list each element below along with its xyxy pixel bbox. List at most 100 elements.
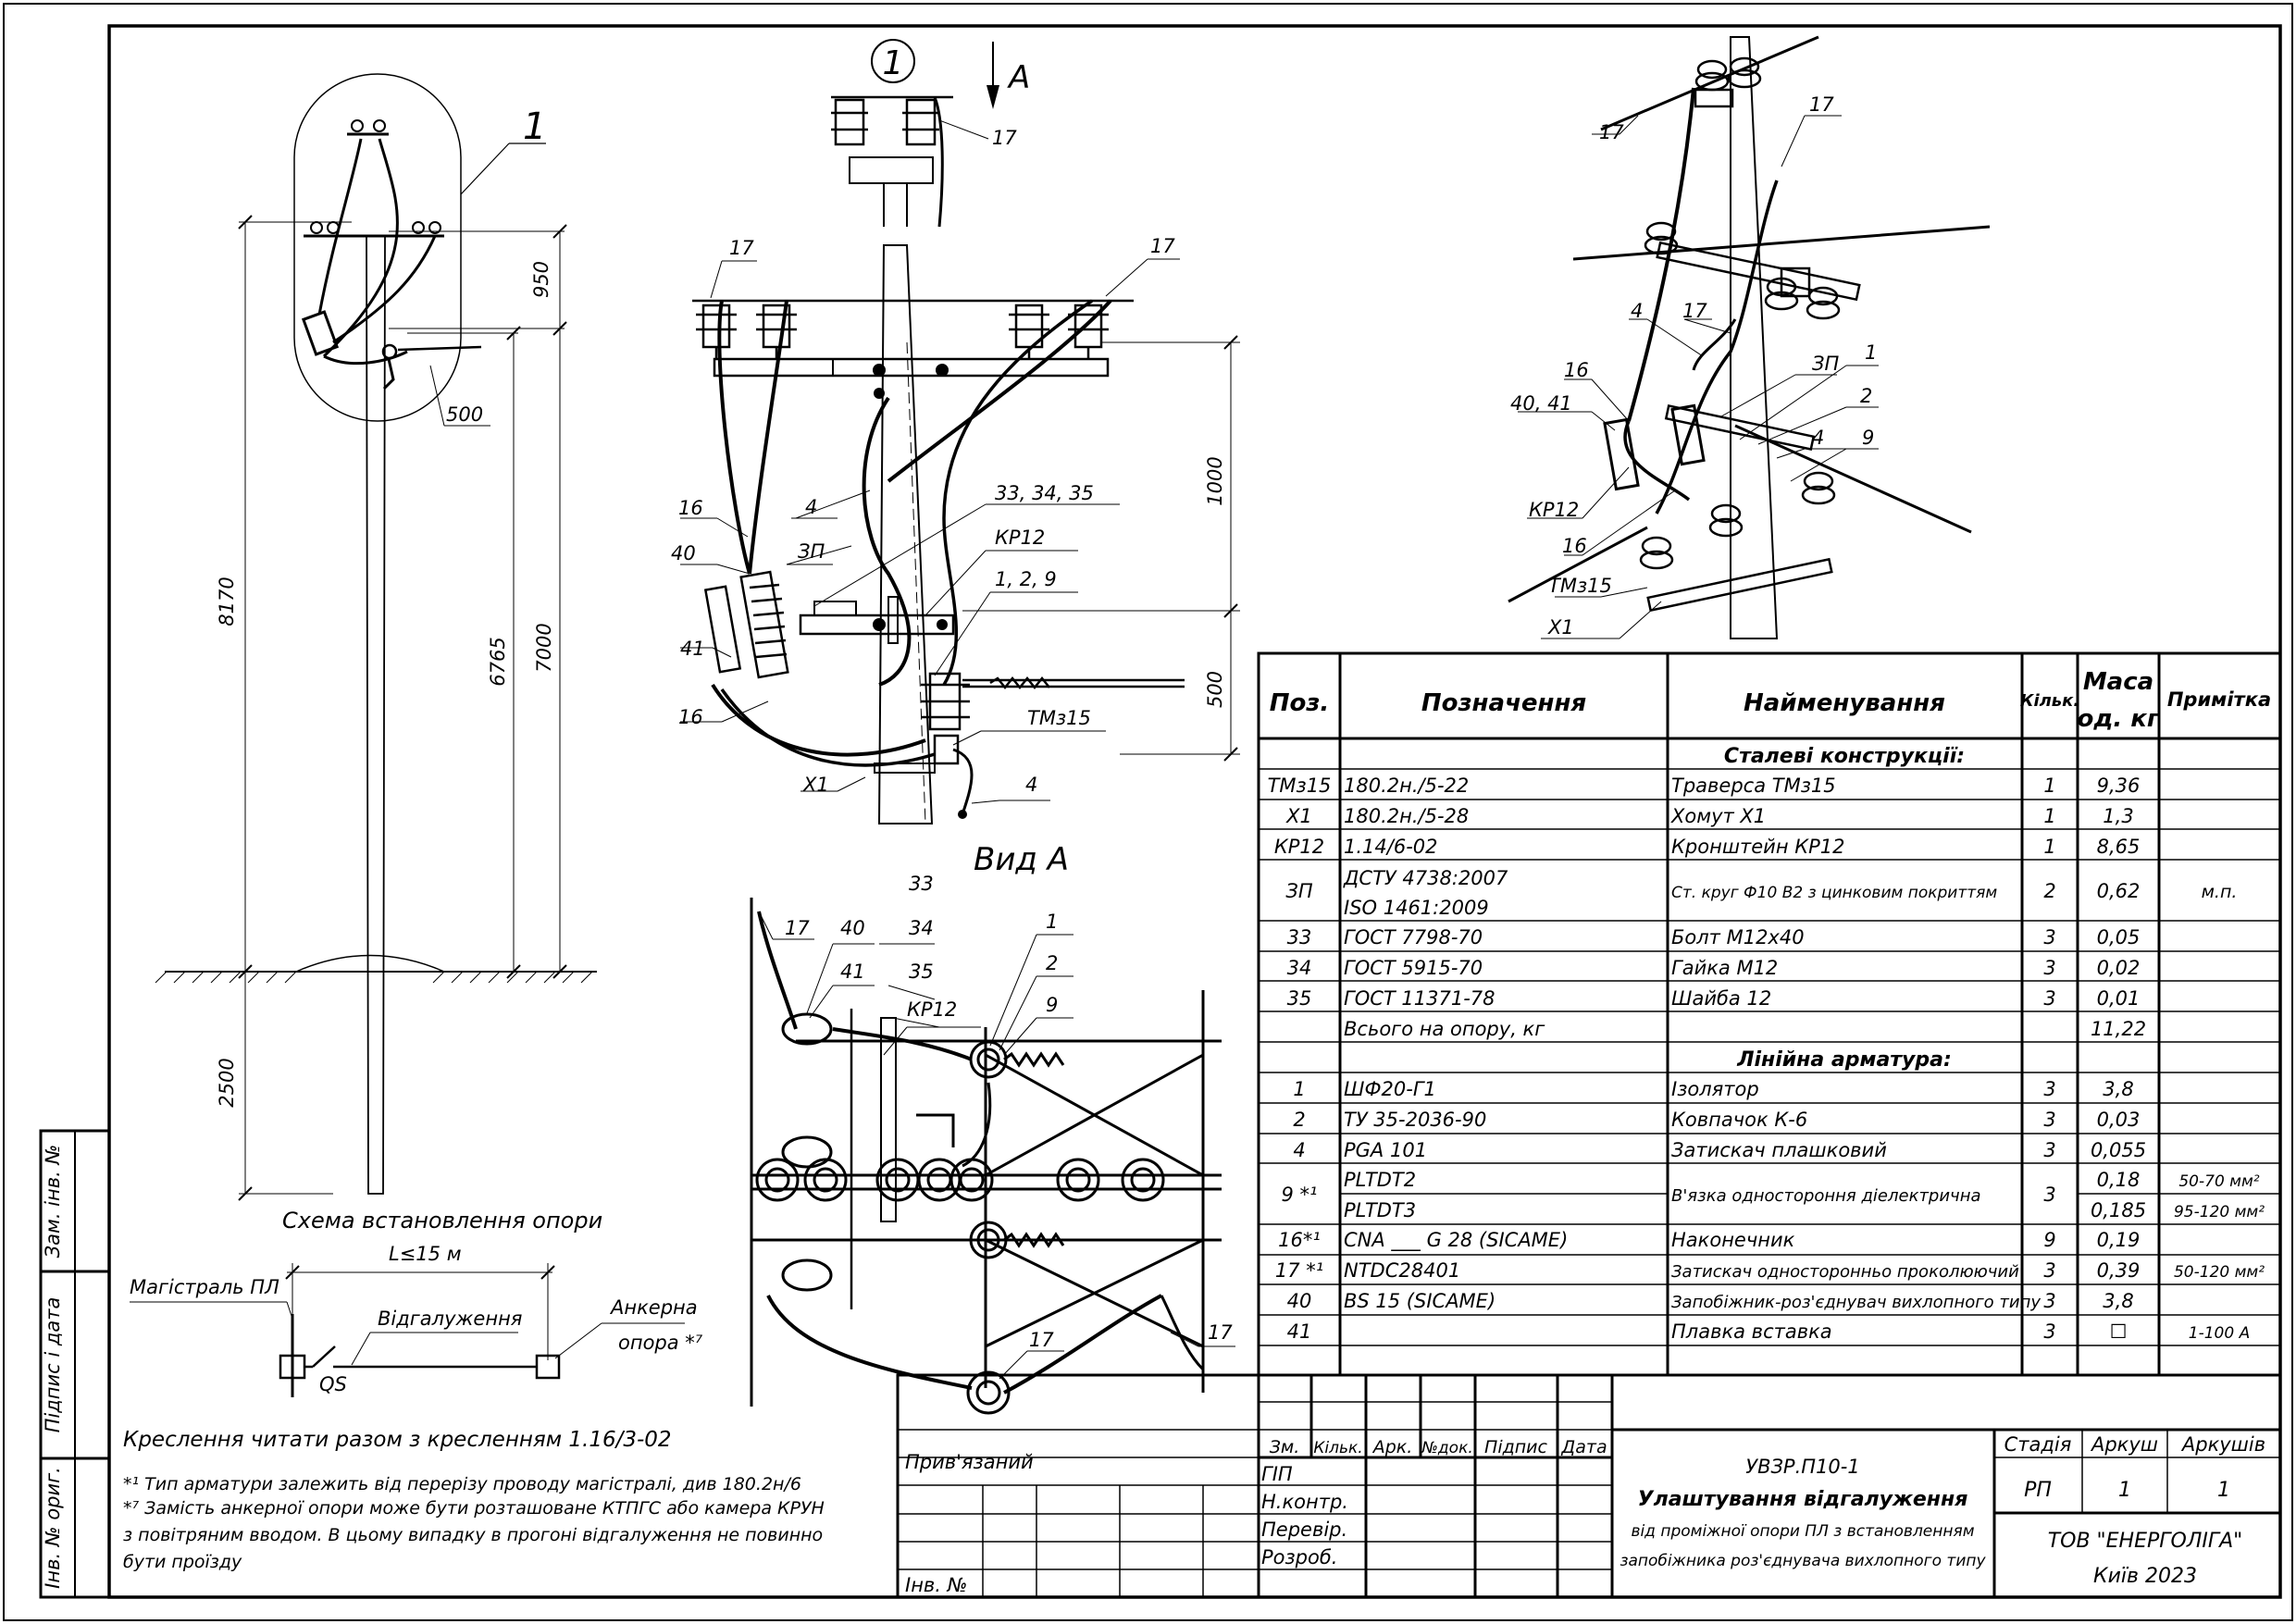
iso-callout-3p: ЗП [1812, 353, 1839, 375]
spec-row-fasteners-2-mass: 0,01 [2097, 987, 2141, 1010]
spec-row-zp-designation-2: ISO 1461:2009 [1344, 897, 1489, 919]
spec-row-fittings-b-0-pos: 16*¹ [1278, 1229, 1321, 1251]
iso-callout-17b: 17 [1809, 93, 1834, 116]
spec-row-fittings-0-designation: ШФ20-Г1 [1344, 1078, 1436, 1100]
spec-row-steel-0-pos: ТМз15 [1268, 775, 1332, 797]
tb-col-sign: Підпис [1484, 1437, 1547, 1457]
spec-row-fittings-b-1-mass: 0,39 [2097, 1259, 2141, 1282]
spec-row-fasteners-2-qty: 3 [2043, 987, 2055, 1010]
tb-inv: Інв. № [905, 1574, 968, 1596]
spec-row-fittings-b-3-pos: 41 [1287, 1320, 1312, 1343]
va-callout-41: 41 [840, 961, 865, 983]
note-2b: з повітряним вводом. В цьому випадку в п… [123, 1525, 823, 1545]
spec-row-9-designation-2: PLTDT3 [1344, 1199, 1416, 1221]
mv-callout-17b: 17 [729, 237, 754, 259]
spec-row-fittings-b-2-designation: BS 15 (SICAME) [1344, 1290, 1496, 1312]
tb-sheets-label: Аркушів [2180, 1433, 2265, 1456]
spec-row-9-qty: 3 [2043, 1184, 2055, 1206]
anchor-label-2: опора *⁷ [618, 1332, 703, 1354]
mv-callout-x1: Х1 [802, 774, 829, 796]
va-callout-1: 1 [1046, 911, 1058, 933]
spec-header-qty: Кільк. [2020, 691, 2080, 711]
mv-dim-1000: 1000 [1204, 456, 1226, 505]
dim-8170: 8170 [216, 576, 238, 626]
pole-scheme-callout: 1 [523, 105, 546, 148]
spec-row-fasteners-0-name: Болт М12х40 [1671, 926, 1805, 948]
mv-callout-16a: 16 [678, 497, 703, 519]
spec-header-pos: Поз. [1270, 689, 1330, 717]
spec-row-steel-1-pos: Х1 [1285, 805, 1312, 827]
spec-row-steel-0-name: Траверса ТМз15 [1671, 775, 1836, 797]
view-arrow-label: А [1007, 59, 1030, 96]
spec-row-fittings-1-qty: 3 [2043, 1109, 2055, 1131]
va-callout-17c: 17 [1208, 1321, 1233, 1344]
spec-row-steel-0-designation: 180.2н./5-22 [1344, 775, 1469, 797]
main-view-marker: 1 [883, 44, 904, 82]
spec-row-fittings-b-2-mass: 3,8 [2103, 1290, 2133, 1312]
tb-sheet: 1 [2118, 1479, 2131, 1502]
spec-header-des: Позначення [1421, 689, 1586, 717]
spec-row-fittings-0-name: Ізолятор [1671, 1078, 1759, 1100]
spec-row-fittings-b-1-name: Затискач односторонньо проколюючий [1671, 1262, 2019, 1282]
mv-callout-16b: 16 [678, 706, 703, 728]
note-read-with: Креслення читати разом з кресленням 1.16… [123, 1428, 672, 1452]
mv-callout-tmz15: ТМз15 [1027, 707, 1091, 729]
spec-table: Поз. Позначення Найменування Кільк. Маса… [1257, 651, 2282, 1377]
iso-callout-17c: 17 [1682, 300, 1707, 322]
mv-callout-41: 41 [680, 638, 705, 660]
spec-row-fittings-b-1-designation: NTDC28401 [1344, 1259, 1460, 1282]
spec-row-9-mass-2: 0,185 [2091, 1199, 2146, 1221]
side-stamp-sign-date: Підпис і дата [42, 1297, 64, 1433]
tb-col-zm: Зм. [1270, 1437, 1300, 1457]
spec-row-steel-2-mass: 8,65 [2097, 836, 2141, 858]
va-callout-35: 35 [909, 961, 934, 983]
tb-col-ark: Арк. [1371, 1437, 1413, 1457]
spec-row-fittings-0-qty: 3 [2043, 1078, 2055, 1100]
mv-callout-129: 1, 2, 9 [995, 568, 1057, 590]
side-stamp-inv-orig: Інв. № ориг. [42, 1467, 64, 1589]
title-block: Прив'язаний Інв. № Зм. Кільк. Арк. №док.… [896, 1373, 2282, 1599]
pole-scheme: 1 8170 2500 6 [155, 73, 602, 1233]
spec-row-fittings-b-1-pos: 17 *¹ [1275, 1259, 1323, 1282]
spec-row-steel-2-designation: 1.14/6-02 [1344, 836, 1438, 858]
notes: Креслення читати разом з кресленням 1.16… [123, 1428, 825, 1572]
spec-row-fittings-0-pos: 1 [1293, 1078, 1305, 1100]
tb-company: ТОВ "ЕНЕРГОЛІГА" [2048, 1530, 2243, 1553]
iso-callout-1: 1 [1865, 341, 1877, 364]
spec-row-fittings-1-designation: ТУ 35-2036-90 [1344, 1109, 1486, 1131]
tb-stage-label: Стадія [2004, 1433, 2072, 1456]
tb-code: УВЗР.П10-1 [1745, 1456, 1859, 1478]
spec-row-fasteners-1-designation: ГОСТ 5915-70 [1344, 957, 1483, 979]
spec-row-fittings-2-qty: 3 [2043, 1139, 2055, 1161]
spec-row-9-note-1: 50-70 мм² [2178, 1172, 2259, 1191]
iso-callout-tmz15: ТМз15 [1548, 575, 1612, 597]
spec-row-fittings-2-designation: PGA 101 [1344, 1139, 1427, 1161]
mv-callout-4b: 4 [1025, 774, 1037, 796]
va-callout-17b: 17 [1029, 1329, 1054, 1351]
spec-header-mass2: од. кг [2077, 705, 2160, 733]
spec-row-fittings-0-mass: 3,8 [2103, 1078, 2133, 1100]
spec-row-fittings-2-name: Затискач плашковий [1671, 1139, 1887, 1161]
dim-500-scheme: 500 [446, 403, 483, 426]
iso-view: 17 17 4 17 16 40, 41 КР12 16 ТМз15 Х1 ЗП… [1508, 35, 1991, 639]
mv-callout-kr12: КР12 [995, 527, 1045, 549]
spec-row-steel-1-name: Хомут Х1 [1670, 805, 1766, 827]
spec-row-steel-2-pos: КР12 [1274, 836, 1324, 858]
dim-6765: 6765 [487, 637, 509, 686]
spec-row-fittings-b-0-name: Наконечник [1671, 1229, 1795, 1251]
main-view: 1 А 17 [671, 39, 1240, 824]
iso-callout-2: 2 [1860, 385, 1872, 407]
spec-row-fasteners-1-name: Гайка М12 [1671, 957, 1778, 979]
spec-row-zp-note: м.п. [2202, 882, 2238, 902]
spec-row-fasteners-1-pos: 34 [1287, 957, 1312, 979]
note-2c: бути проїзду [123, 1552, 242, 1572]
spec-row-zp-pos: ЗП [1285, 880, 1312, 902]
spec-row-fasteners-0-designation: ГОСТ 7798-70 [1344, 926, 1483, 948]
iso-callout-kr12: КР12 [1529, 499, 1579, 521]
spec-row-fasteners-2-name: Шайба 12 [1671, 987, 1771, 1010]
tb-sheets: 1 [2217, 1479, 2230, 1502]
spec-row-steel-0-qty: 1 [2043, 775, 2055, 797]
tb-role-4: Розроб. [1261, 1546, 1337, 1568]
note-2a: *⁷ Замість анкерної опори може бути розт… [123, 1498, 825, 1519]
spec-row-fittings-1-mass: 0,03 [2097, 1109, 2141, 1131]
